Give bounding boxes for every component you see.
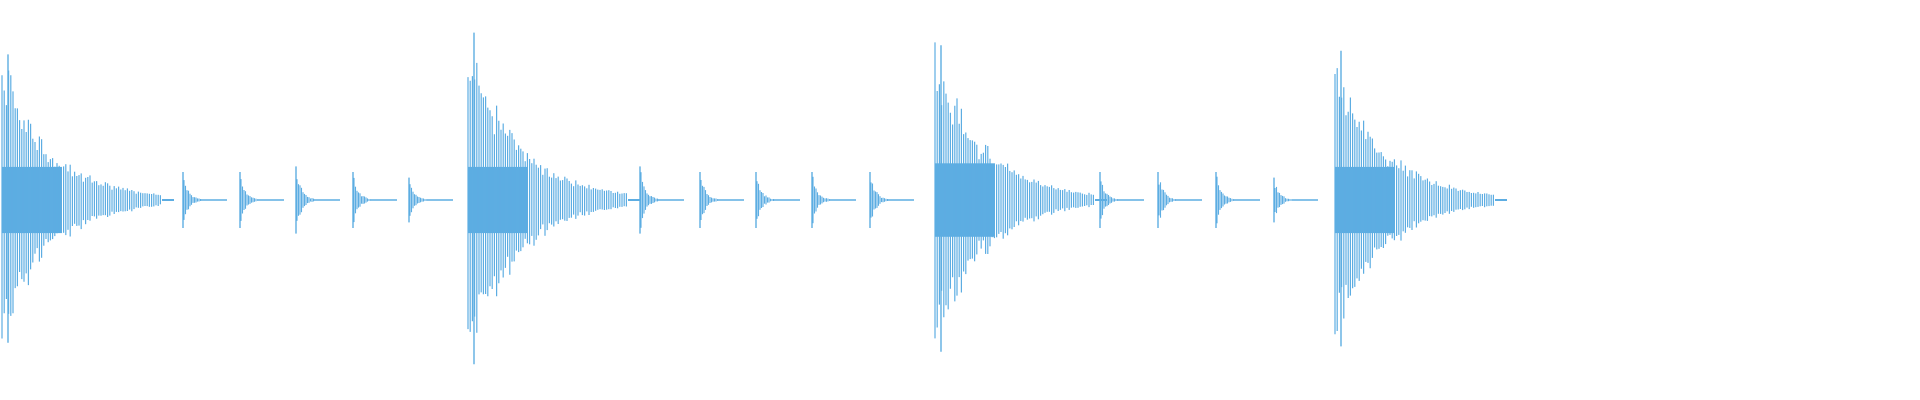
waveform-group: [1, 32, 1507, 365]
